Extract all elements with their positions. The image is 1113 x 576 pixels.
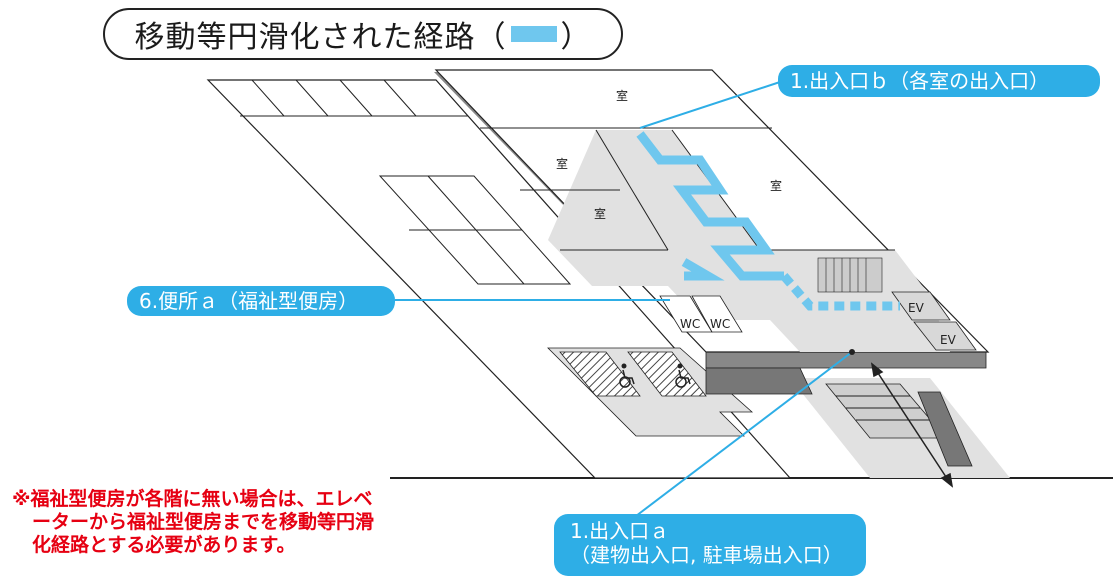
wheelchair-icon <box>619 363 635 388</box>
callout-toilet-a: 6.便所ａ（福祉型便房） <box>127 286 395 316</box>
footnote-line3: 化経路とする必要があります。 <box>32 534 296 556</box>
leader-line <box>635 351 853 517</box>
callout-text: 1.出入口ｂ（各室の出入口） <box>790 69 1050 93</box>
callout-text: 6.便所ａ（福祉型便房） <box>139 289 359 313</box>
route-legend-swatch <box>510 26 557 42</box>
wheelchair-icon <box>675 363 691 388</box>
leader-line <box>639 81 781 129</box>
page-title: 移動等円滑化された経路（ ） <box>103 8 623 60</box>
title-text-end: ） <box>560 20 592 55</box>
wc-label: WC <box>710 317 730 331</box>
callout-text-line1: 1.出入口ａ <box>570 519 670 543</box>
wc-label: WC <box>680 317 700 331</box>
upper-floor <box>434 69 990 353</box>
room-label: 室 <box>594 206 606 221</box>
footnote-line2: ーターから福祉型便房までを移動等円滑 <box>32 511 375 533</box>
ev-label: EV <box>940 333 957 347</box>
room-label: 室 <box>770 178 782 193</box>
lower-floor <box>206 79 1010 479</box>
title-text: 移動等円滑化された経路（ <box>134 20 507 55</box>
entrance-marker <box>849 349 855 355</box>
accessible-route <box>636 131 900 311</box>
callout-entrance-a: 1.出入口ａ （建物出入口, 駐車場出入口） <box>554 514 866 576</box>
double-arrow-icon <box>870 362 954 488</box>
footnote: ※福祉型便房が各階に無い場合は、エレベ ーターから福祉型便房までを移動等円滑 化… <box>12 488 462 557</box>
entrance-steps <box>825 383 973 467</box>
room-label: 室 <box>556 156 568 171</box>
footnote-line1: ※福祉型便房が各階に無い場合は、エレベ <box>12 488 373 510</box>
ev-label: EV <box>908 301 925 315</box>
room-label: 室 <box>616 88 628 103</box>
callout-text-line2: （建物出入口, 駐車場出入口） <box>570 543 843 567</box>
callout-entrance-b: 1.出入口ｂ（各室の出入口） <box>778 65 1100 97</box>
